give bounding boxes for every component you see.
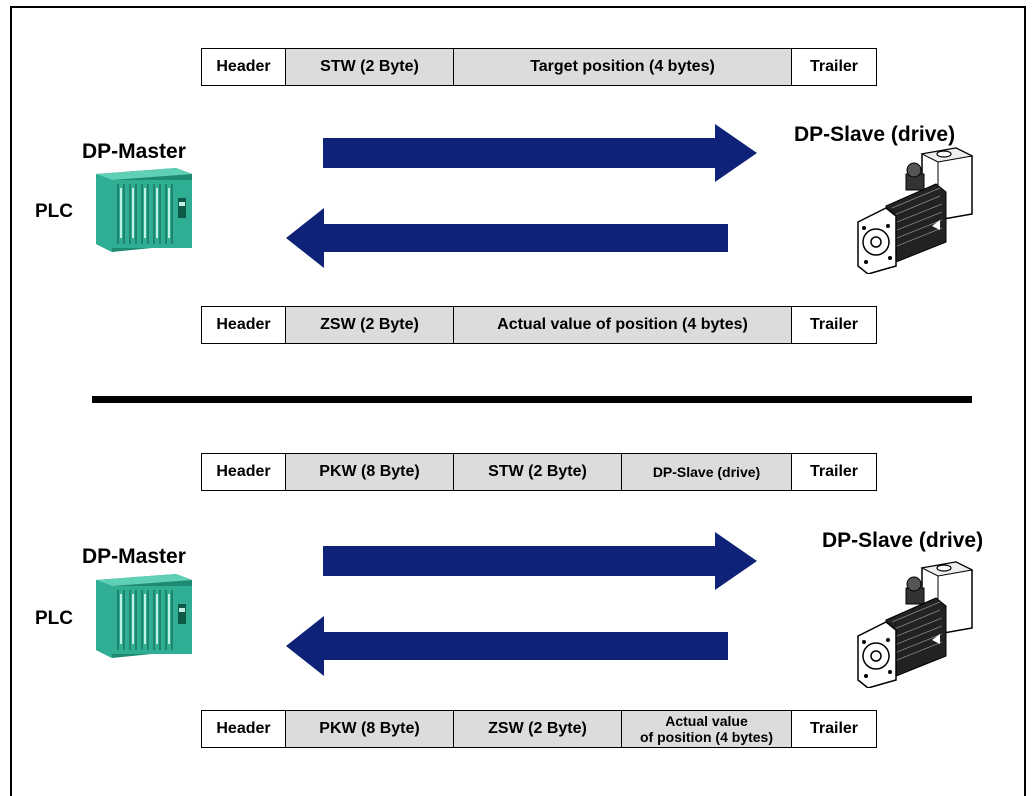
frame-header-cell: Header	[202, 454, 286, 490]
arrow-master-to-slave	[323, 532, 757, 590]
dp-slave-label: DP-Slave (drive)	[822, 529, 984, 552]
plc-rack-icon	[96, 574, 192, 658]
plc-label: PLC	[35, 201, 73, 222]
dp-master-label: DP-Master	[82, 140, 186, 163]
frame-zsw-cell: ZSW (2 Byte)	[454, 711, 622, 747]
frame-stw-cell: STW (2 Byte)	[454, 454, 622, 490]
arrow-slave-to-master	[286, 616, 728, 676]
frame-trailer-cell: Trailer	[792, 307, 876, 343]
frame-header-cell: Header	[202, 307, 286, 343]
frame-pkw-cell: PKW (8 Byte)	[286, 711, 454, 747]
arrow-master-to-slave	[323, 124, 757, 182]
frame-trailer-cell: Trailer	[792, 711, 876, 747]
frame-stw-cell: STW (2 Byte)	[286, 49, 454, 85]
frame-target-position-cell: Target position (4 bytes)	[454, 49, 792, 85]
servo-drive-icon	[857, 561, 974, 688]
frame-zsw-cell: ZSW (2 Byte)	[286, 307, 454, 343]
diagram-frame	[10, 6, 1026, 796]
servo-drive-icon	[857, 147, 974, 274]
frame-header-cell: Header	[202, 49, 286, 85]
actual-value-line-1: Actual value	[665, 713, 748, 729]
frame-actual-position-cell: Actual value of position (4 bytes)	[454, 307, 792, 343]
dp-slave-label: DP-Slave (drive)	[794, 123, 956, 146]
top-outgoing-frame: Header STW (2 Byte) Target position (4 b…	[201, 48, 877, 86]
frame-trailer-cell: Trailer	[792, 49, 876, 85]
bottom-incoming-frame: Header PKW (8 Byte) ZSW (2 Byte) Actual …	[201, 710, 877, 748]
plc-rack-icon	[96, 168, 192, 252]
frame-slave-cell: DP-Slave (drive)	[622, 454, 792, 490]
section-divider	[92, 396, 972, 403]
frame-header-cell: Header	[202, 711, 286, 747]
frame-pkw-cell: PKW (8 Byte)	[286, 454, 454, 490]
dp-master-label: DP-Master	[82, 545, 186, 568]
actual-value-line-2: of position (4 bytes)	[640, 729, 773, 745]
top-incoming-frame: Header ZSW (2 Byte) Actual value of posi…	[201, 306, 877, 344]
frame-actual-position-cell: Actual value of position (4 bytes)	[622, 711, 792, 747]
frame-trailer-cell: Trailer	[792, 454, 876, 490]
bottom-outgoing-frame: Header PKW (8 Byte) STW (2 Byte) DP-Slav…	[201, 453, 877, 491]
arrow-slave-to-master	[286, 208, 728, 268]
plc-label: PLC	[35, 608, 73, 629]
